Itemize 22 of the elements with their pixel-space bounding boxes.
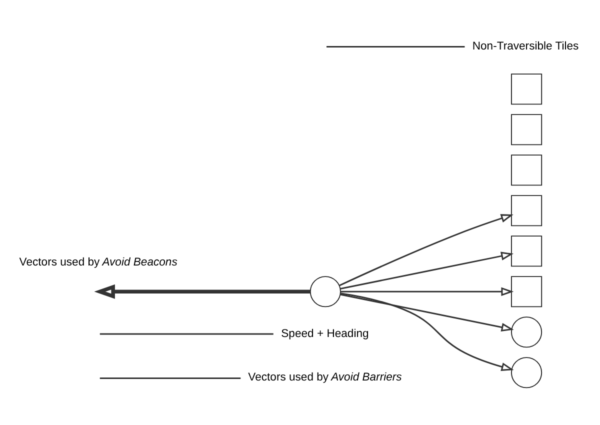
node-box — [510, 195, 542, 226]
connector — [100, 378, 241, 380]
node-box — [510, 154, 542, 186]
arrow — [340, 292, 514, 371]
arrow — [340, 294, 514, 332]
arrow — [339, 214, 514, 286]
node-circle — [510, 316, 542, 348]
node-text: Speed + Heading — [281, 328, 369, 340]
arrow — [94, 284, 310, 299]
node-text: Non-Traversible Tiles — [472, 40, 579, 53]
node-box — [510, 236, 542, 267]
node-circle — [310, 276, 341, 308]
node-box — [510, 74, 542, 105]
connector — [100, 333, 274, 335]
arrow — [340, 287, 514, 296]
connector — [326, 46, 465, 48]
arrow — [340, 252, 514, 290]
label: Vectors used by Avoid Beacons — [19, 256, 178, 268]
node-text: Vectors used by Avoid Barriers — [248, 371, 402, 384]
node-box — [510, 276, 542, 308]
node-circle — [510, 357, 542, 388]
node-box — [510, 114, 542, 146]
